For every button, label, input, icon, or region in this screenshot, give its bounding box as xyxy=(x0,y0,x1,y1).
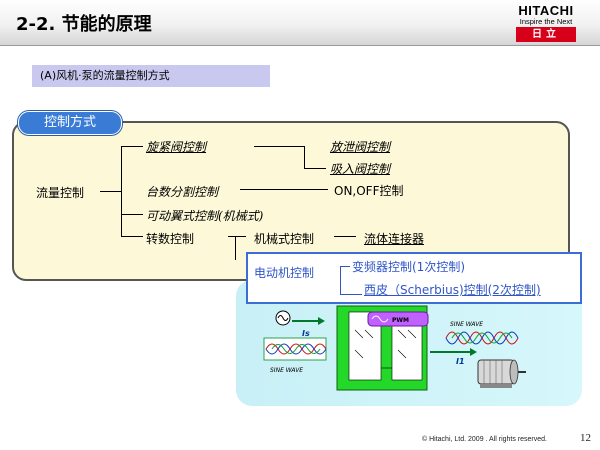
valve-connector xyxy=(254,146,304,147)
tree-item-fluid-coupling: 流体连接器 xyxy=(364,232,425,246)
speed-connector xyxy=(228,236,246,237)
tree-root-flow-control: 流量控制 xyxy=(36,186,85,200)
header-bar xyxy=(0,0,600,46)
slide-title: 2-2. 节能的原理 xyxy=(16,14,152,35)
tree-item-throttle-valve: 旋紧阀控制 xyxy=(146,140,207,154)
tree-root-connector xyxy=(100,191,122,192)
tree-item-movable-vane: 可动翼式控制(机械式) xyxy=(146,209,264,223)
subtitle-band: (A)风机·泵的流量控制方式 xyxy=(32,65,270,87)
tree-item-onoff: ON,OFF控制 xyxy=(334,184,404,198)
hitachi-logo: HITACHI Inspire the Next 日立 xyxy=(492,0,600,46)
motor-control-box xyxy=(246,252,582,304)
logo-kanji: 日立 xyxy=(516,27,576,42)
logo-tagline: Inspire the Next xyxy=(519,17,573,26)
tree-item-inverter: 变频器控制(1次控制) xyxy=(352,260,465,274)
tree-branch-vane xyxy=(121,214,143,215)
valve-sub-trunk xyxy=(304,146,305,168)
tree-item-scherbius: 西皮（Scherbius)控制(2次控制) xyxy=(364,283,541,297)
method-tab: 控制方式 xyxy=(18,111,122,135)
speed-sub-trunk xyxy=(235,236,236,260)
tree-item-unit-split: 台数分割控制 xyxy=(146,185,219,199)
tree-item-suction-valve: 吸入阀控制 xyxy=(330,162,391,176)
tree-item-speed-control: 转数控制 xyxy=(146,232,195,246)
tree-branch-speed xyxy=(121,236,143,237)
motor-sub-trunk xyxy=(340,266,341,294)
tree-trunk xyxy=(121,146,122,236)
mech-connector xyxy=(334,236,356,237)
page-number: 12 xyxy=(580,432,591,444)
copyright-footer: © Hitachi, Ltd. 2009 . All rights reserv… xyxy=(422,436,547,443)
tree-item-motor-control: 电动机控制 xyxy=(254,266,315,280)
motor-sub-branch-bottom xyxy=(340,294,362,295)
tree-item-bleed-valve: 放泄阀控制 xyxy=(330,140,391,154)
motor-sub-branch-top xyxy=(340,266,350,267)
tree-item-mechanical: 机械式控制 xyxy=(254,232,315,246)
tree-branch-valve xyxy=(121,146,143,147)
valve-sub-branch xyxy=(304,168,326,169)
logo-word: HITACHI xyxy=(518,3,574,18)
onoff-connector xyxy=(240,189,328,190)
